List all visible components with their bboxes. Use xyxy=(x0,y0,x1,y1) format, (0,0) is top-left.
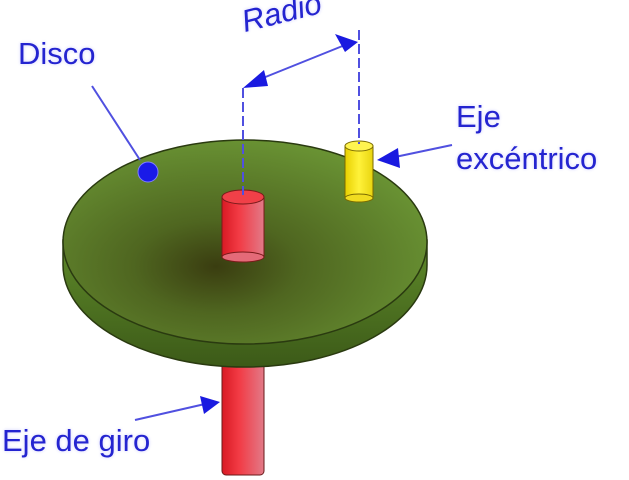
radius-arrow-right-icon xyxy=(335,34,358,52)
label-eje-excentrico-line2: excéntrico xyxy=(456,141,598,176)
arrowheads xyxy=(200,34,400,414)
eccentric-pin xyxy=(344,140,374,203)
eccentric-arrow-icon xyxy=(377,148,400,168)
radius-dimension-line xyxy=(257,44,346,81)
label-eje-de-giro: Eje de giro xyxy=(2,423,151,458)
center-shaft-top xyxy=(221,189,265,263)
shaft-leader-line xyxy=(134,403,206,421)
label-eje-excentrico-line1: Eje xyxy=(456,99,501,134)
rotation-shaft xyxy=(221,349,265,476)
shaft-arrow-icon xyxy=(200,396,220,414)
eccentric-leader-line xyxy=(394,144,453,158)
disc-marker-dot xyxy=(137,161,159,183)
disco-leader-line xyxy=(91,85,141,161)
radius-arrow-left-icon xyxy=(243,70,268,88)
label-disco: Disco xyxy=(18,36,96,71)
disc xyxy=(62,139,428,368)
annotation-lines xyxy=(91,30,453,421)
